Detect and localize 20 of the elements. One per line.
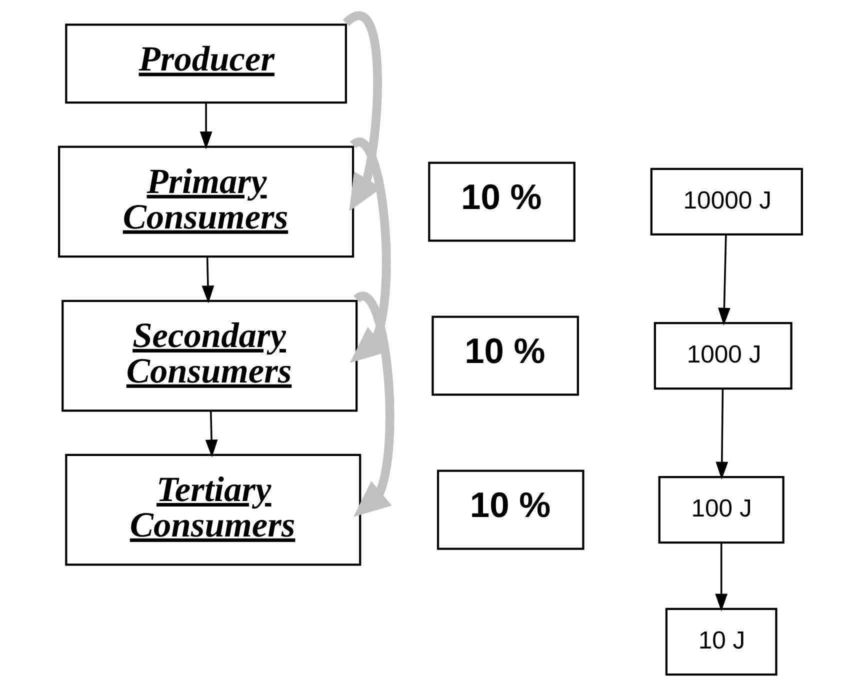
arrow bbox=[715, 542, 728, 612]
node-box: 100 J bbox=[658, 476, 784, 544]
node-box: Primary Consumers bbox=[58, 146, 354, 258]
node-box: 10000 J bbox=[650, 168, 803, 236]
node-box: Producer bbox=[65, 24, 347, 104]
node-box: 10 % bbox=[432, 316, 579, 396]
arrow bbox=[350, 138, 391, 363]
node-box: 10 J bbox=[665, 608, 778, 676]
arrow bbox=[200, 102, 212, 150]
node-box: Secondary Consumers bbox=[62, 300, 358, 412]
arrow bbox=[343, 12, 382, 212]
node-box: 10 % bbox=[436, 470, 584, 550]
arrow bbox=[202, 256, 214, 304]
node-box: 10 % bbox=[428, 162, 576, 242]
arrow bbox=[353, 292, 394, 517]
arrow bbox=[718, 234, 730, 326]
node-box: 1000 J bbox=[654, 322, 792, 390]
node-box: Tertiary Consumers bbox=[65, 454, 362, 566]
arrow bbox=[205, 411, 218, 458]
arrow bbox=[716, 388, 728, 480]
